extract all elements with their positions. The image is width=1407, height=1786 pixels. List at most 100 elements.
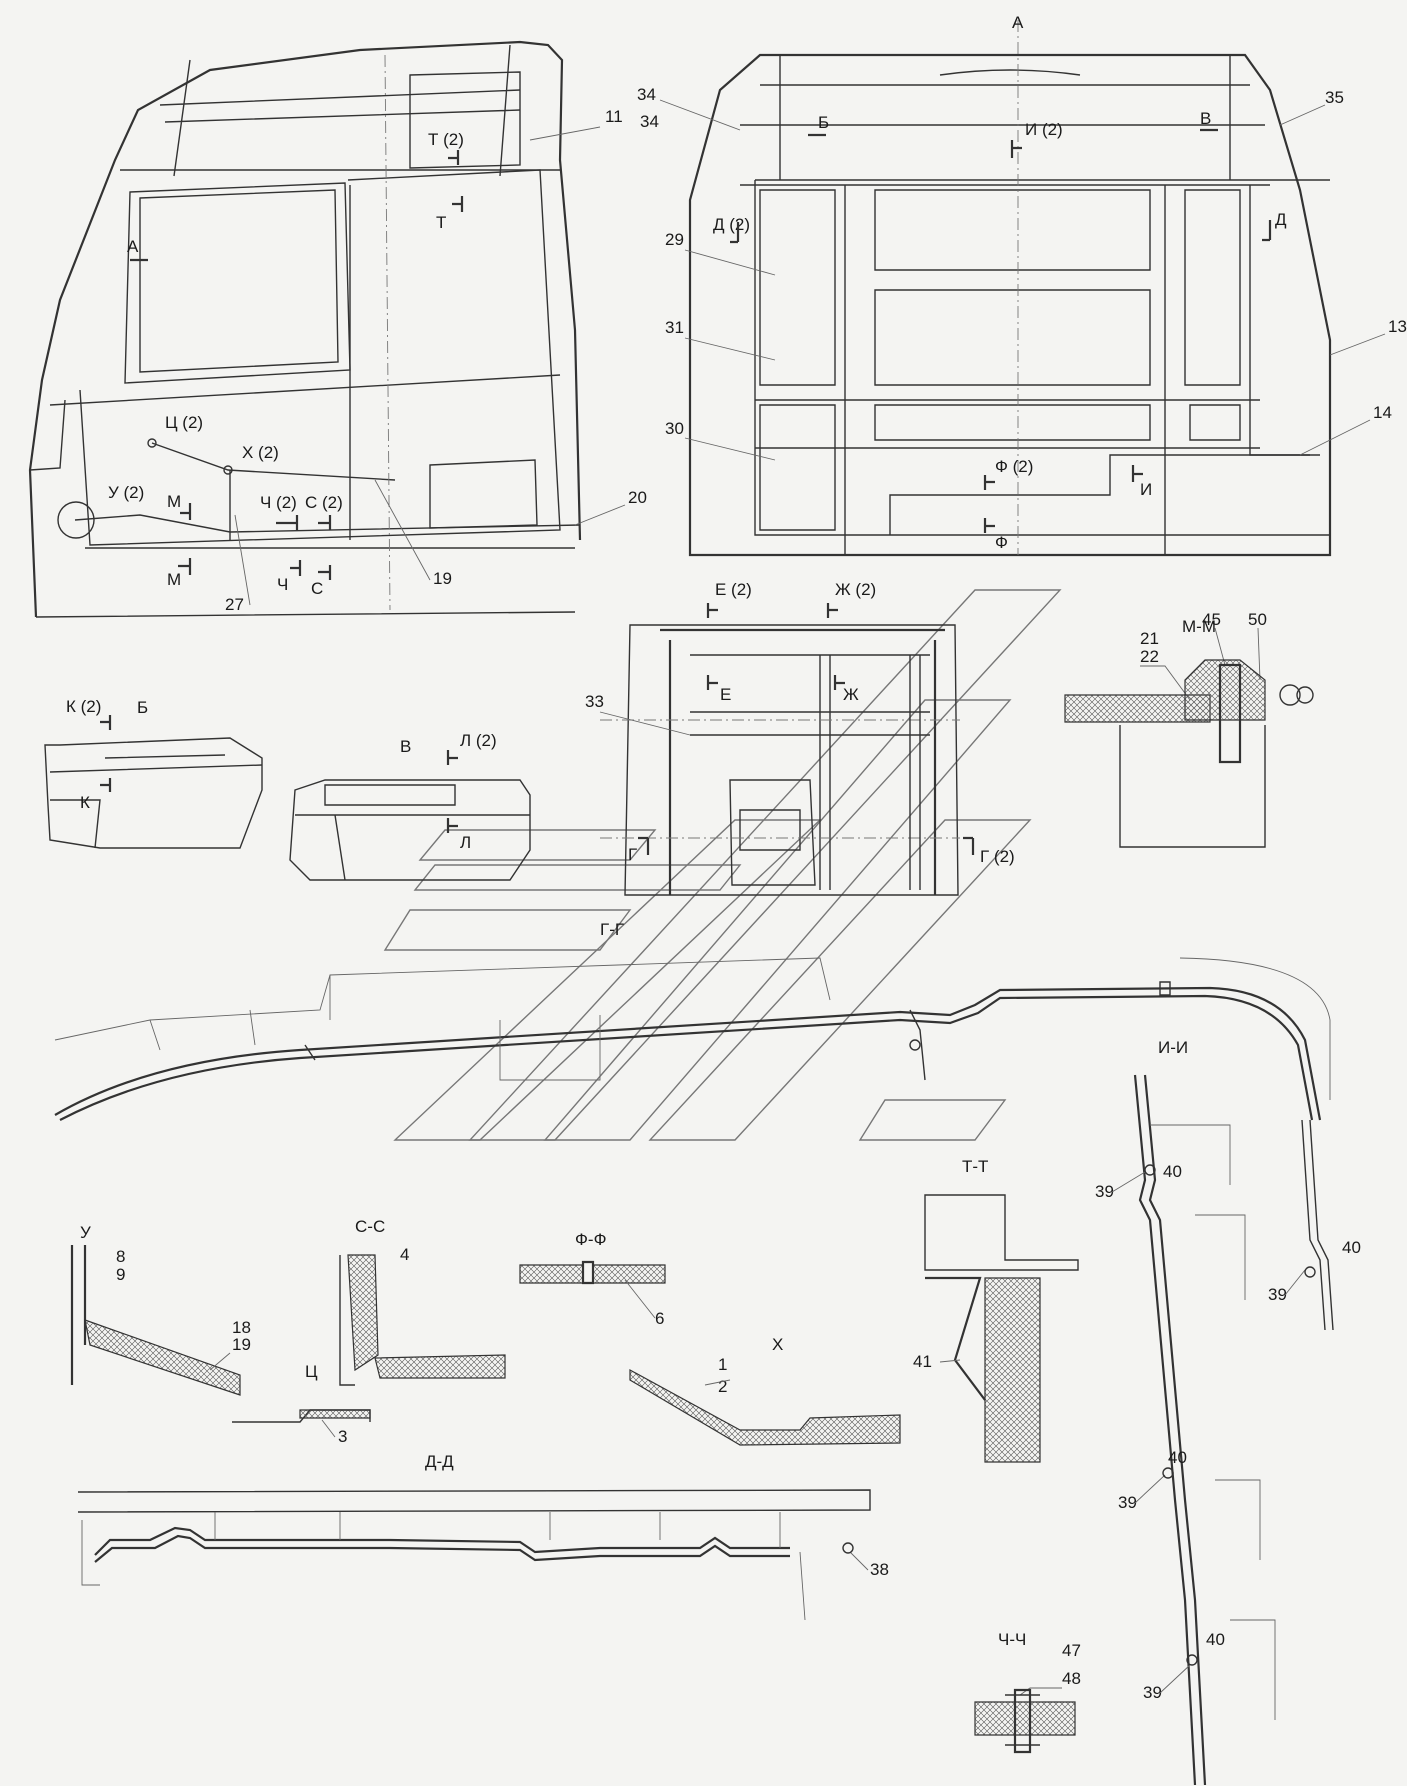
label-18: 18	[232, 1318, 251, 1337]
label-1: 1	[718, 1355, 727, 1374]
cut-label-d2: Д (2)	[713, 215, 750, 234]
view-title-b: Б	[137, 698, 148, 717]
view-title-a: А	[1012, 13, 1024, 32]
label-20: 20	[628, 488, 647, 507]
label-29: 29	[665, 230, 684, 249]
label-33: 33	[585, 692, 604, 711]
label-40d: 40	[1206, 1630, 1225, 1649]
section-c: Ц 3	[232, 1362, 371, 1446]
section-title-x: Х	[772, 1335, 783, 1354]
section-title-u: У	[80, 1223, 91, 1242]
rear-view-annotations: А 34 35 Б В И (2) Д (2) Д 29 31 30 13 14…	[637, 13, 1407, 552]
section-title-tt: Т-Т	[962, 1157, 988, 1176]
section-title-gg: Г-Г	[600, 920, 624, 939]
cut-label-m-bottom: М	[167, 570, 181, 589]
cut-label-t: Т	[436, 213, 446, 232]
cut-label-v: В	[1200, 109, 1211, 128]
label-13: 13	[1388, 317, 1407, 336]
cut-label-zh2: Ж (2)	[835, 580, 876, 599]
cut-label-x2: Х (2)	[242, 443, 279, 462]
cut-label-e2: Е (2)	[715, 580, 752, 599]
cut-label-i: И	[1140, 480, 1152, 499]
floor-detail-annotations: Е (2) Ж (2) Е Ж 33 Г Г (2)	[585, 580, 1015, 866]
label-38: 38	[870, 1560, 889, 1579]
cut-label-g: Г	[628, 845, 637, 864]
label-8: 8	[116, 1247, 125, 1266]
section-title-ff: Ф-Ф	[575, 1230, 607, 1249]
label-40c: 40	[1168, 1448, 1187, 1467]
section-title-c: Ц	[305, 1362, 318, 1381]
label-22: 22	[1140, 647, 1159, 666]
watermark-logo	[383, 589, 1062, 1141]
label-50: 50	[1248, 610, 1267, 629]
cab-rear-view	[688, 20, 1332, 557]
label-40a: 40	[1163, 1162, 1182, 1181]
section-m-m: М-М 21 22 45 50	[1064, 610, 1314, 848]
section-u: У 8 9 18 19	[70, 1223, 251, 1396]
view-b-detail: К (2) Б К	[44, 697, 263, 849]
section-t-t: Т-Т 41	[913, 1157, 1079, 1463]
label-3: 3	[338, 1427, 347, 1446]
label-11: 11	[605, 107, 623, 126]
cut-label-f2: Ф (2)	[995, 457, 1033, 476]
cut-label-l2: Л (2)	[460, 731, 497, 750]
cut-label-k2: К (2)	[66, 697, 101, 716]
cut-label-f: Ф	[995, 533, 1008, 552]
section-ch-ch: Ч-Ч 47 48	[974, 1630, 1081, 1754]
label-9: 9	[116, 1265, 125, 1284]
label-30: 30	[665, 419, 684, 438]
label-39a: 39	[1095, 1182, 1114, 1201]
section-s-s: С-С 4	[339, 1217, 506, 1386]
section-f-f: Ф-Ф 6	[519, 1230, 666, 1328]
cut-label-d: Д	[1275, 210, 1287, 229]
label-39b: 39	[1268, 1285, 1287, 1304]
view-v-detail: В Л (2) Л	[289, 731, 531, 881]
cut-label-e: Е	[720, 685, 731, 704]
label-34: 34	[640, 112, 659, 131]
cut-label-l: Л	[460, 833, 471, 852]
label-39c: 39	[1118, 1493, 1137, 1512]
label-35: 35	[1325, 88, 1344, 107]
view-arrow-a: А	[127, 237, 139, 256]
label-48: 48	[1062, 1669, 1081, 1688]
cut-label-m: М	[167, 492, 181, 511]
label-47: 47	[1062, 1641, 1081, 1660]
cut-label-u2: У (2)	[108, 483, 144, 502]
cut-label-g2: Г (2)	[980, 847, 1015, 866]
section-g-g: Г-Г	[54, 920, 1331, 1121]
label-45: 45	[1202, 610, 1221, 629]
section-d-d: Д-Д 38	[77, 1452, 889, 1621]
label-34b: 34	[637, 85, 656, 104]
label-27: 27	[225, 595, 244, 614]
label-21: 21	[1140, 629, 1159, 648]
section-title-ss: С-С	[355, 1217, 385, 1236]
cut-label-s2: С (2)	[305, 493, 343, 512]
cab-floor-detail-view	[600, 624, 960, 896]
label-19b: 19	[232, 1335, 251, 1354]
cut-label-ch: Ч	[277, 575, 288, 594]
cut-label-c2: Ц (2)	[165, 413, 203, 432]
section-i-i: И-И 40 39 40 39 40 39 40 39	[1095, 1038, 1361, 1786]
section-x: Х 1 2	[629, 1335, 901, 1446]
section-title-ii: И-И	[1158, 1038, 1188, 1057]
section-title-mm: М-М	[1182, 617, 1216, 636]
label-6: 6	[655, 1309, 664, 1328]
cut-label-s: С	[311, 579, 323, 598]
label-40b: 40	[1342, 1238, 1361, 1257]
side-view-annotations: 34 11 Т (2) Т А Ц (2) Х (2) У (2) М Ч (2…	[108, 107, 659, 614]
cut-label-k: К	[80, 793, 90, 812]
cut-label-i2: И (2)	[1025, 120, 1063, 139]
cut-label-ch2: Ч (2)	[260, 493, 297, 512]
label-31: 31	[665, 318, 684, 337]
label-2n: 2	[718, 1377, 727, 1396]
label-4: 4	[400, 1245, 409, 1264]
cab-side-view	[28, 40, 582, 618]
cut-label-b: Б	[818, 113, 829, 132]
cut-label-zh: Ж	[843, 685, 859, 704]
section-title-chch: Ч-Ч	[998, 1630, 1026, 1649]
view-title-v: В	[400, 737, 411, 756]
label-39d: 39	[1143, 1683, 1162, 1702]
label-41: 41	[913, 1352, 932, 1371]
label-19: 19	[433, 569, 452, 588]
